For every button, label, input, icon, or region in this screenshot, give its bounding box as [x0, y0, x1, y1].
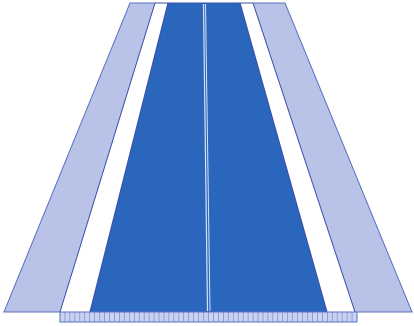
- road-perspective-diagram: [0, 0, 414, 326]
